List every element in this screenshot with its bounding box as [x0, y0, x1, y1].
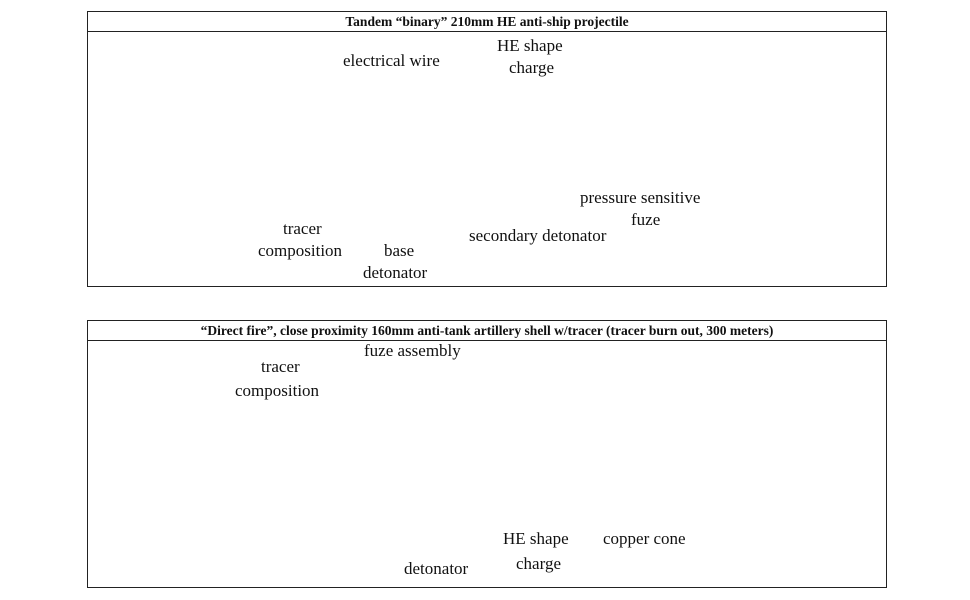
label-pressure-fuze-line2: fuze	[631, 210, 661, 229]
label-he-shape-charge-2-line2: charge	[516, 554, 561, 573]
label-detonator: detonator	[404, 559, 469, 578]
label-tracer-composition-1-line1: tracer	[283, 219, 322, 238]
anti-ship-projectile-panel: Tandem “binary” 210mm HE anti-ship proje…	[87, 11, 887, 287]
label-base-detonator-line2: detonator	[363, 263, 428, 282]
label-he-shape-charge-1-line1: HE shape	[497, 36, 563, 55]
label-electrical-wire: electrical wire	[343, 51, 440, 70]
label-tracer-composition-1-line2: composition	[258, 241, 343, 260]
label-copper-cone: copper cone	[603, 529, 686, 548]
label-fuze-assembly: fuze assembly	[364, 341, 461, 360]
label-pressure-fuze-line1: pressure sensitive	[580, 188, 701, 207]
panel-title-1: Tandem “binary” 210mm HE anti-ship proje…	[88, 12, 886, 32]
label-he-shape-charge-2-line1: HE shape	[503, 529, 569, 548]
label-he-shape-charge-1-line2: charge	[509, 58, 554, 77]
label-tracer-composition-2-line1: tracer	[261, 357, 300, 376]
label-tracer-composition-2-line2: composition	[235, 381, 320, 400]
panel-title-2: “Direct fire”, close proximity 160mm ant…	[88, 321, 886, 341]
label-base-detonator-line1: base	[384, 241, 415, 260]
label-secondary-detonator: secondary detonator	[469, 226, 607, 245]
anti-tank-shell-panel: “Direct fire”, close proximity 160mm ant…	[87, 320, 887, 588]
